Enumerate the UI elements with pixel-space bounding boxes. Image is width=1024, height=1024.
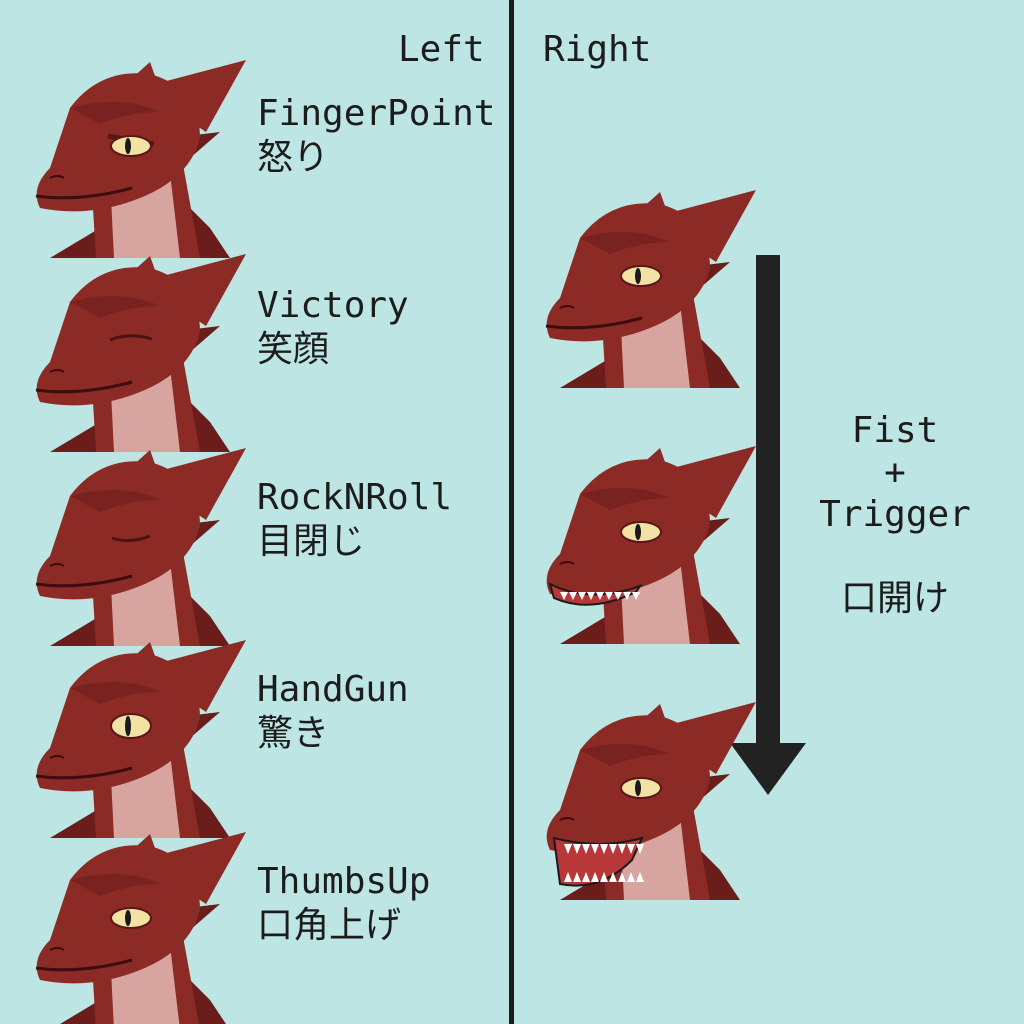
left-gesture-label-3: RockNRoll 目閉じ [257,476,452,564]
gesture-name: FingerPoint [257,93,496,134]
dragon-face-image [35,832,246,1024]
dragon-head-left-1 [10,28,250,263]
left-gesture-label-2: Victory 笑顔 [257,284,409,372]
action-label-plus: + [884,452,906,493]
dragon-face-image [546,702,756,900]
gesture-name: ThumbsUp [257,861,431,902]
expression-name: 口角上げ [257,905,402,946]
left-gesture-label-5: ThumbsUp 口角上げ [257,860,430,948]
dragon-face-image [35,254,246,452]
action-expression-label: 口開け [840,578,949,619]
dragon-head-left-3 [10,416,250,651]
dragon-head-right-1 [520,158,760,393]
dragon-head-left-5 [10,800,250,1024]
down-arrow-icon [730,255,806,795]
dragon-head-left-2 [10,222,250,457]
action-label-fist: Fist [851,410,939,451]
gesture-name: Victory [257,285,409,326]
dragon-face-image [35,640,246,838]
dragon-head-left-4 [10,608,250,843]
gesture-name: RockNRoll [257,477,453,518]
dragon-head-right-3 [520,670,760,905]
dragon-face-image [546,446,756,644]
dragon-head-right-2 [520,414,760,649]
left-header: Left [398,29,485,70]
expression-name: 目閉じ [257,521,366,562]
column-divider [509,0,514,1024]
expression-name: 怒り [257,137,330,178]
dragon-face-image [35,448,246,646]
left-gesture-label-4: HandGun 驚き [257,668,409,756]
dragon-face-image [545,190,756,388]
dragon-face-image [35,60,246,258]
action-label-trigger: Trigger [819,494,971,535]
right-header: Right [543,29,652,70]
expression-name: 驚き [257,713,330,754]
left-gesture-label-1: FingerPoint 怒り [257,92,495,180]
expression-name: 笑顔 [257,329,330,370]
gesture-name: HandGun [257,669,409,710]
